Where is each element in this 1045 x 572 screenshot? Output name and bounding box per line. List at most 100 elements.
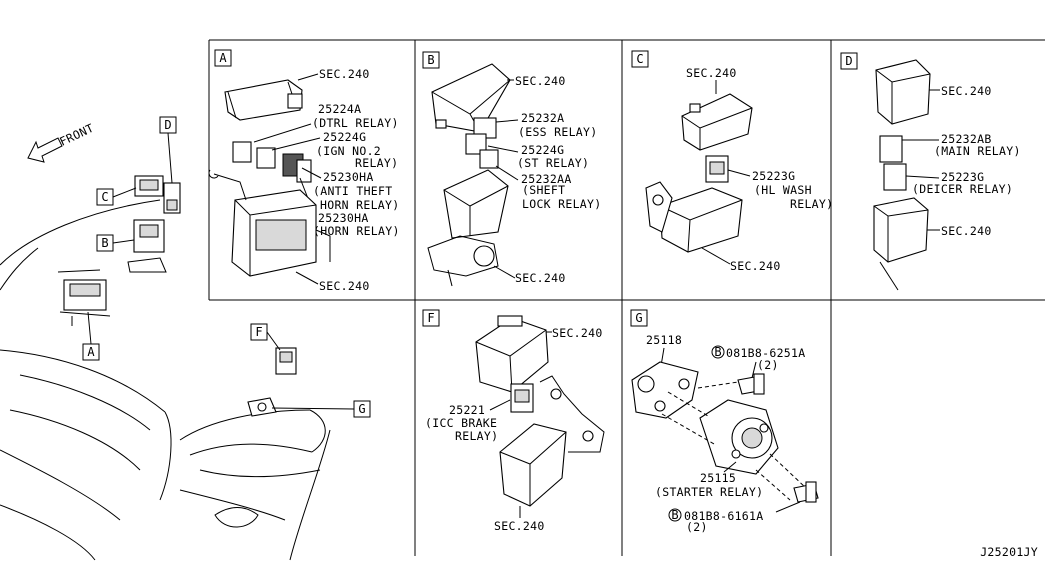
svg-text:B: B <box>714 345 721 359</box>
svg-text:(2): (2) <box>686 520 708 534</box>
panel-a-letter[interactable]: A <box>214 49 232 67</box>
svg-text:A: A <box>87 345 95 359</box>
svg-text:RELAY): RELAY) <box>790 197 833 211</box>
svg-text:25221: 25221 <box>449 403 485 417</box>
callout-c[interactable]: C <box>96 188 114 206</box>
svg-text:25224G: 25224G <box>323 130 366 144</box>
fuse-box-cover-icon <box>224 79 303 121</box>
panel-c-letter[interactable]: C <box>631 50 649 68</box>
svg-text:(HORN RELAY): (HORN RELAY) <box>313 224 400 238</box>
panel-a: A SEC.240 25224A (DTRL RELAY) 25224G (IG… <box>208 49 400 293</box>
svg-text:SEC.240: SEC.240 <box>319 67 370 81</box>
svg-text:(ST RELAY): (ST RELAY) <box>517 156 589 170</box>
callout-a[interactable]: A <box>82 343 100 361</box>
relay-ess-icon <box>465 117 499 169</box>
svg-text:081B8-6161A: 081B8-6161A <box>684 509 763 523</box>
fuse-box-base-icon <box>208 169 331 277</box>
svg-text:SEC.240: SEC.240 <box>941 84 992 98</box>
svg-text:25232AB: 25232AB <box>941 132 992 146</box>
panel-frame <box>208 39 1045 556</box>
marker-b-upper: B <box>711 345 725 359</box>
svg-text:25223G: 25223G <box>941 170 984 184</box>
overview-relay-a-icon <box>57 269 111 326</box>
relay-box-base-f-icon <box>499 375 605 507</box>
svg-text:RELAY): RELAY) <box>455 429 498 443</box>
svg-text:SEC.240: SEC.240 <box>515 271 566 285</box>
svg-text:SEC.240: SEC.240 <box>515 74 566 88</box>
svg-text:C: C <box>636 52 643 66</box>
svg-text:RELAY): RELAY) <box>355 156 398 170</box>
svg-text:SEC.240: SEC.240 <box>730 259 781 273</box>
svg-text:25224G: 25224G <box>521 143 564 157</box>
overview-relay-g-icon <box>247 397 277 417</box>
callout-b[interactable]: B <box>96 234 114 252</box>
svg-text:SEC.240: SEC.240 <box>319 279 370 293</box>
diagram-id: J25201JY <box>980 545 1038 559</box>
panel-d-letter[interactable]: D <box>840 52 858 70</box>
svg-text:25230HA: 25230HA <box>318 211 369 225</box>
relay-hl-wash-icon <box>705 155 729 183</box>
relay-dtrl-icon <box>232 141 312 183</box>
svg-text:25224A: 25224A <box>318 102 361 116</box>
svg-text:(STARTER RELAY): (STARTER RELAY) <box>655 485 763 499</box>
panel-f-letter[interactable]: F <box>422 309 440 327</box>
relay-box-cover-c-icon <box>681 93 753 151</box>
panel-c: C SEC.240 25223G (HL WASH RELAY) SEC.240 <box>631 50 833 273</box>
svg-text:25230HA: 25230HA <box>323 170 374 184</box>
svg-text:G: G <box>635 311 642 325</box>
callout-f[interactable]: F <box>250 323 268 341</box>
relay-box-cover-d-icon <box>875 59 931 125</box>
svg-text:25223G: 25223G <box>752 169 795 183</box>
svg-text:F: F <box>255 325 262 339</box>
overview-relay-d-icon <box>163 182 181 214</box>
svg-text:(ESS RELAY): (ESS RELAY) <box>518 125 597 139</box>
relay-box-base-icon <box>427 169 509 287</box>
svg-text:B: B <box>671 508 678 522</box>
relay-box-base-c-icon <box>645 181 743 253</box>
callout-d[interactable]: D <box>159 116 177 134</box>
panel-f: F SEC.240 25221 (ICC BRAKE RELAY) SEC.24… <box>422 309 605 533</box>
overview-relay-f-icon <box>275 347 297 375</box>
svg-text:(2): (2) <box>757 358 779 372</box>
svg-text:(DTRL RELAY): (DTRL RELAY) <box>312 116 399 130</box>
svg-text:LOCK RELAY): LOCK RELAY) <box>522 197 601 211</box>
relay-box-cover-f-icon <box>475 315 549 393</box>
svg-text:25118: 25118 <box>646 333 682 347</box>
svg-text:G: G <box>358 402 365 416</box>
bolt-upper-icon <box>737 373 765 395</box>
marker-b-lower: B <box>668 508 682 522</box>
svg-text:SEC.240: SEC.240 <box>494 519 545 533</box>
svg-text:A: A <box>219 51 227 65</box>
svg-text:SEC.240: SEC.240 <box>552 326 603 340</box>
svg-text:B: B <box>101 236 108 250</box>
svg-text:25232A: 25232A <box>521 111 564 125</box>
panel-b: B SEC.240 25232A (ESS RELAY) 25224G (ST … <box>422 51 601 287</box>
starter-bracket-icon <box>631 361 699 419</box>
svg-text:(HL WASH: (HL WASH <box>754 183 812 197</box>
relay-box-base-d-icon <box>873 197 929 291</box>
svg-text:(MAIN RELAY): (MAIN RELAY) <box>934 144 1021 158</box>
callout-g[interactable]: G <box>353 400 371 418</box>
front-arrow-icon <box>27 137 63 163</box>
overview-relay-b-icon <box>127 219 167 273</box>
svg-text:B: B <box>427 53 434 67</box>
starter-relay-icon <box>699 399 779 475</box>
bolt-lower-icon <box>793 481 819 503</box>
svg-text:(SHEFT: (SHEFT <box>522 183 565 197</box>
svg-text:081B8-6251A: 081B8-6251A <box>726 346 805 360</box>
svg-text:SEC.240: SEC.240 <box>941 224 992 238</box>
svg-text:25115: 25115 <box>700 471 736 485</box>
panel-d: D SEC.240 25232AB (MAIN RELAY) 25223G (D… <box>840 52 1021 291</box>
svg-text:SEC.240: SEC.240 <box>686 66 737 80</box>
svg-text:C: C <box>101 190 108 204</box>
panel-g-letter[interactable]: G <box>630 309 648 327</box>
relay-main-icon <box>879 135 907 191</box>
svg-text:(ANTI THEFT: (ANTI THEFT <box>313 184 392 198</box>
relay-icc-brake-icon <box>510 383 534 413</box>
svg-text:HORN RELAY): HORN RELAY) <box>320 198 399 212</box>
svg-text:(IGN NO.2: (IGN NO.2 <box>316 144 381 158</box>
overview-relay-c-icon <box>134 175 164 197</box>
svg-text:D: D <box>164 118 171 132</box>
svg-text:(DEICER RELAY): (DEICER RELAY) <box>912 182 1013 196</box>
panel-b-letter[interactable]: B <box>422 51 440 69</box>
